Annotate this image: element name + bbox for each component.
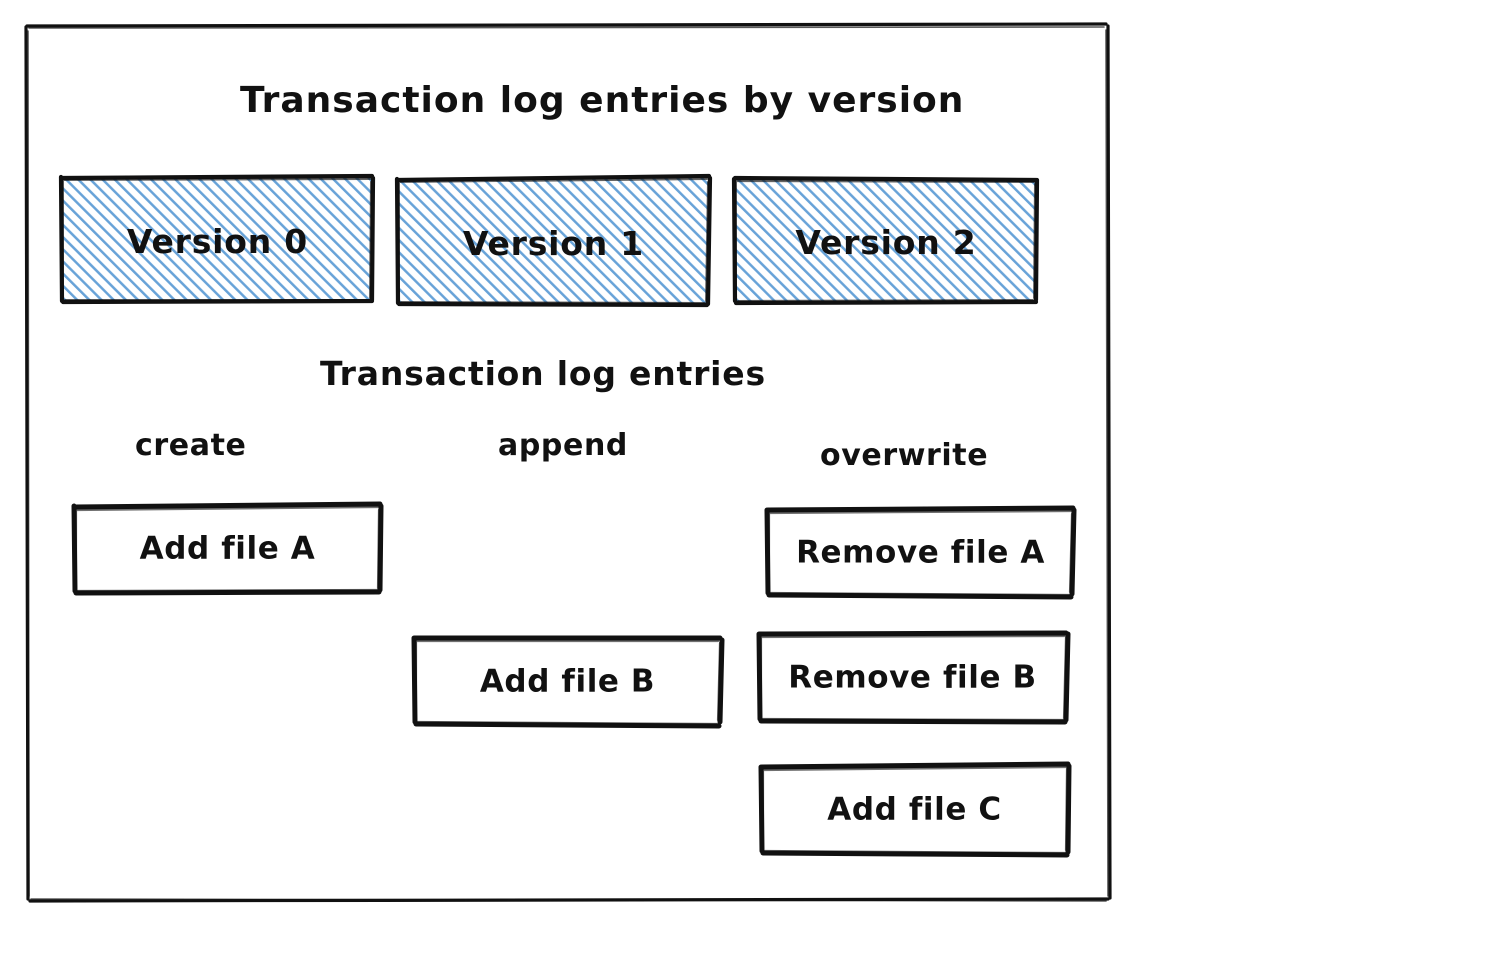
version-label: Version 1 — [462, 224, 645, 263]
column-label-append: append — [498, 428, 628, 463]
entry-label: Add file B — [479, 663, 656, 700]
entry-box-remove-file-a[interactable]: Remove file A — [764, 505, 1077, 600]
version-box-1[interactable]: Version 1 — [394, 173, 713, 308]
entry-label: Add file A — [139, 529, 316, 566]
entry-label: Add file C — [827, 791, 1002, 828]
entry-label: Remove file A — [796, 533, 1045, 570]
version-box-2[interactable]: Version 2 — [731, 175, 1040, 306]
section-subtitle: Transaction log entries — [320, 354, 766, 393]
column-label-overwrite: overwrite — [820, 438, 989, 473]
entry-box-add-file-a[interactable]: Add file A — [71, 501, 384, 596]
entry-box-remove-file-b[interactable]: Remove file B — [756, 630, 1071, 725]
version-box-0[interactable]: Version 0 — [58, 173, 376, 305]
entry-label: Remove file B — [788, 658, 1037, 695]
page-title: Transaction log entries by version — [240, 80, 965, 121]
entry-box-add-file-c[interactable]: Add file C — [758, 761, 1072, 858]
entry-box-add-file-b[interactable]: Add file B — [411, 635, 725, 729]
version-label: Version 0 — [126, 222, 309, 261]
version-label: Version 2 — [795, 223, 977, 262]
column-label-create: create — [135, 428, 247, 463]
